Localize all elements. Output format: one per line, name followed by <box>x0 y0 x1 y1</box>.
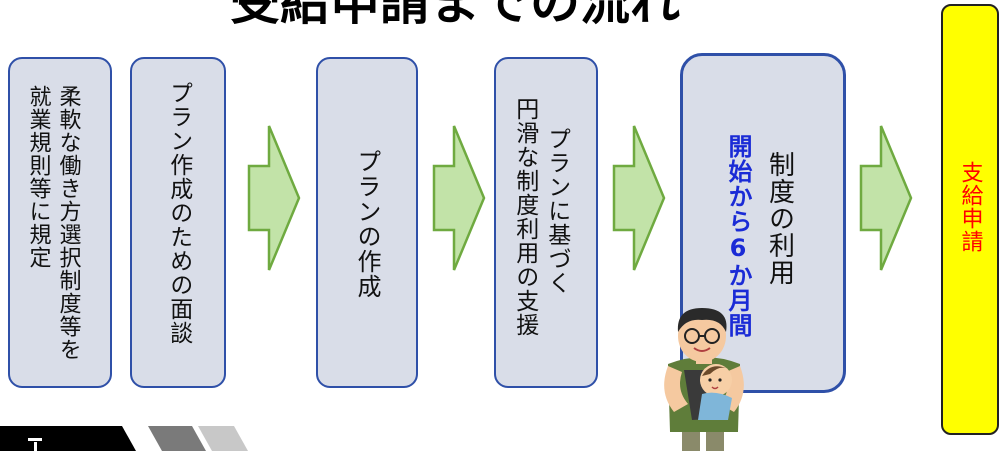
arrow-right-icon <box>247 125 301 271</box>
step-2-line-1: プラン作成のための面談 <box>165 81 192 345</box>
final-step-box: 支給申請 <box>941 4 999 435</box>
page-title: 受給申請までの流れ <box>230 0 680 30</box>
section-tab-decoration <box>0 426 248 451</box>
step-5-line-1: 制度の利用 <box>764 151 795 286</box>
step-2-box: プラン作成のための面談 <box>130 57 226 388</box>
arrow-right-icon <box>432 125 486 271</box>
step-4-line-2: 円滑な制度利用の支援 <box>511 97 538 337</box>
step-1-line-2: 就業規則等に規定 <box>25 85 51 269</box>
father-with-baby-icon <box>664 308 744 451</box>
step-4-box: プランに基づく 円滑な制度利用の支援 <box>494 57 598 388</box>
step-5-highlight: 開始から6か月間 <box>724 134 752 338</box>
step-1-box: 柔軟な働き方選択制度等を 就業規則等に規定 <box>8 57 112 388</box>
step-1-line-1: 柔軟な働き方選択制度等を <box>55 85 81 361</box>
step-3-line-1: プランの作成 <box>353 149 381 299</box>
step-3-box: プランの作成 <box>316 57 418 388</box>
final-step-label: 支給申請 <box>957 161 983 253</box>
arrow-right-icon <box>612 125 666 271</box>
arrow-right-icon <box>859 125 913 271</box>
step-4-line-1: プランに基づく <box>543 127 570 295</box>
